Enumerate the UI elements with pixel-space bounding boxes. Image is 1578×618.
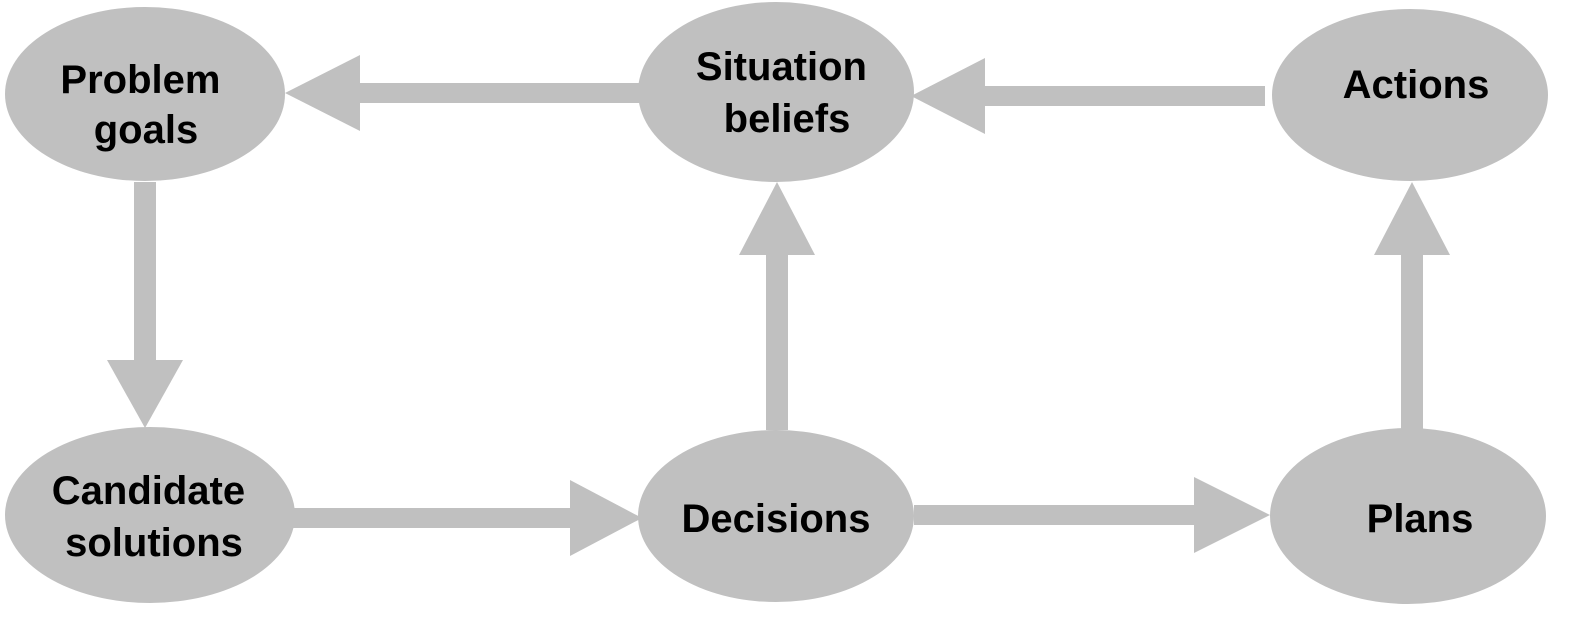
edges xyxy=(107,55,1450,556)
svg-text:Decisions: Decisions xyxy=(682,497,871,541)
arrow-decisions-to-situation-beliefs xyxy=(739,182,815,430)
node-decisions-line1: Decisions xyxy=(682,497,871,541)
node-actions: Actions xyxy=(1272,9,1548,181)
arrow-candidate-solutions-to-decisions xyxy=(293,480,642,556)
node-candidate-solutions: Candidate solutions xyxy=(5,427,295,603)
svg-text:Problem goals: Problem goals xyxy=(60,58,231,152)
arrow-situation-beliefs-to-problem-goals xyxy=(285,55,642,131)
node-situation-beliefs: Situation beliefs xyxy=(638,2,914,182)
node-plans-line1: Plans xyxy=(1367,497,1474,541)
arrow-decisions-to-plans xyxy=(914,477,1270,553)
svg-text:Plans: Plans xyxy=(1367,497,1474,541)
node-problem-goals-line1: Problem xyxy=(60,58,220,102)
node-candidate-solutions-line1: Candidate xyxy=(52,469,245,513)
node-candidate-solutions-line2: solutions xyxy=(65,521,243,565)
nodes: Problem goals Situation beliefs Actions … xyxy=(5,2,1548,604)
node-plans: Plans xyxy=(1270,428,1546,604)
svg-text:Candidate solutions: Candidate solutions xyxy=(52,469,256,565)
node-situation-beliefs-line2: beliefs xyxy=(724,97,851,141)
svg-text:Situation beliefs: Situation beliefs xyxy=(696,45,878,141)
arrow-problem-goals-to-candidate-solutions xyxy=(107,182,183,428)
node-situation-beliefs-line1: Situation xyxy=(696,45,867,89)
node-problem-goals: Problem goals xyxy=(5,7,285,181)
arrow-actions-to-situation-beliefs xyxy=(911,58,1265,134)
node-decisions: Decisions xyxy=(638,430,914,602)
arrow-plans-to-actions xyxy=(1374,182,1450,430)
node-problem-goals-line2: goals xyxy=(94,108,198,152)
svg-text:Actions: Actions xyxy=(1343,63,1490,107)
node-actions-line1: Actions xyxy=(1343,63,1490,107)
